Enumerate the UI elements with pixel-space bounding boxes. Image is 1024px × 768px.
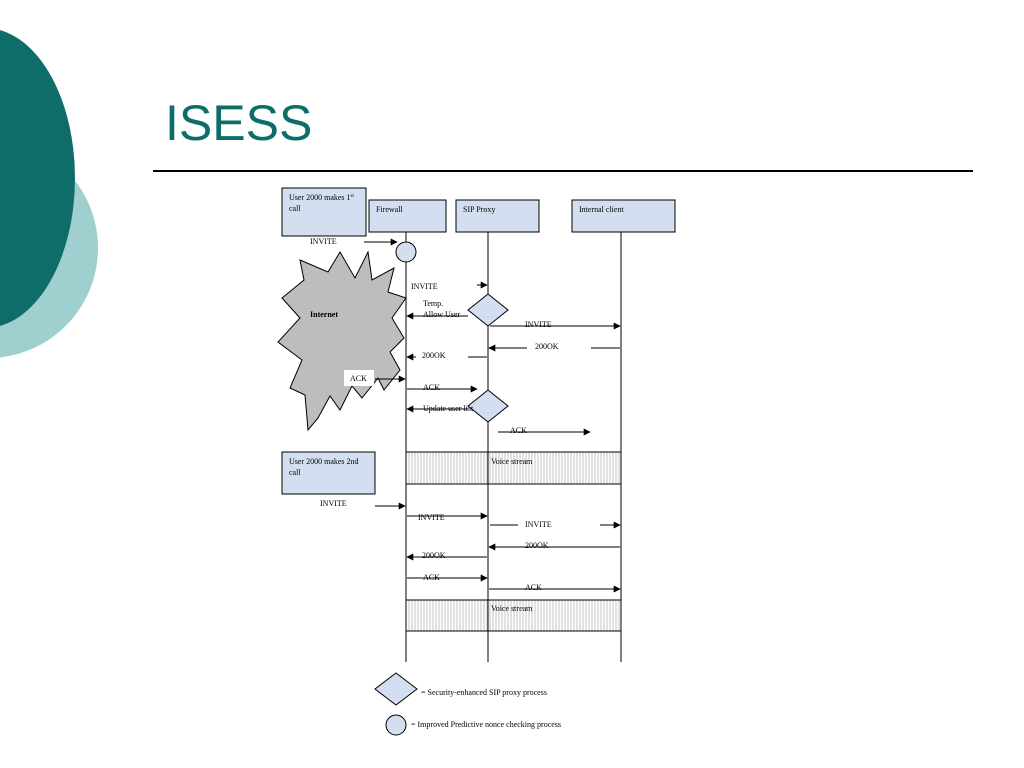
msg-invite-proxy: INVITE (525, 320, 552, 329)
msg-ok-firewall: 200OK (422, 351, 446, 360)
msg-ok-client: 200OK (535, 342, 559, 351)
msg2-ok-client: 200OK (525, 541, 549, 550)
svg-text:= Security-enhanced SIP proxy: = Security-enhanced SIP proxy process (421, 688, 547, 697)
legend-circle: = Improved Predictive nonce checking pro… (385, 714, 561, 736)
msg-temp-allow-2: Allow User (423, 310, 460, 319)
svg-text:call: call (289, 468, 301, 477)
internet-label: Internet (310, 310, 338, 319)
voice-stream-2: Voice stream (405, 599, 622, 632)
svg-text:SIP Proxy: SIP Proxy (463, 205, 495, 214)
internet-cloud: Internet (277, 250, 407, 432)
user-second-call-box: User 2000 makes 2nd call (281, 451, 376, 495)
voice-stream-1: Voice stream (405, 451, 622, 485)
internal-client-box: Internal client (571, 199, 676, 233)
msg-invite-user: INVITE (310, 237, 337, 246)
msg-ack-firewall: ACK (423, 383, 440, 392)
sip-proxy-box: SIP Proxy (455, 199, 540, 233)
svg-text:Voice stream: Voice stream (491, 457, 533, 466)
slide-title: ISESS (165, 95, 313, 151)
msg-ack-user: ACK (350, 374, 367, 383)
nonce-check-circle (395, 241, 417, 263)
proxy-diamond-2 (467, 389, 509, 423)
msg2-invite-proxy: INVITE (525, 520, 552, 529)
proxy-diamond-1 (467, 293, 509, 327)
msg-temp-allow-1: Temp. (423, 299, 443, 308)
msg-invite-firewall: INVITE (411, 282, 438, 291)
svg-text:= Improved Predictive nonce ch: = Improved Predictive nonce checking pro… (411, 720, 561, 729)
svg-text:Voice stream: Voice stream (491, 604, 533, 613)
svg-text:User 2000 makes 1st: User 2000 makes 1st (289, 193, 354, 202)
ack-user-label-bg (344, 370, 374, 386)
msg2-ok-proxy: 200OK (422, 551, 446, 560)
svg-text:Firewall: Firewall (376, 205, 403, 214)
svg-text:Internal client: Internal client (579, 205, 624, 214)
svg-text:User 2000 makes 2nd: User 2000 makes 2nd (289, 457, 359, 466)
user-first-call-box: User 2000 makes 1st call (281, 187, 367, 237)
msg-ack-proxy: ACK (510, 426, 527, 435)
msg2-invite-user: INVITE (320, 499, 347, 508)
dark-teal-circle (0, 30, 75, 326)
svg-text:call: call (289, 204, 301, 213)
msg2-invite-firewall: INVITE (418, 513, 445, 522)
msg2-ack-proxy: ACK (525, 583, 542, 592)
title-divider (153, 170, 973, 172)
legend-diamond: = Security-enhanced SIP proxy process (374, 672, 547, 706)
firewall-box: Firewall (368, 199, 447, 233)
